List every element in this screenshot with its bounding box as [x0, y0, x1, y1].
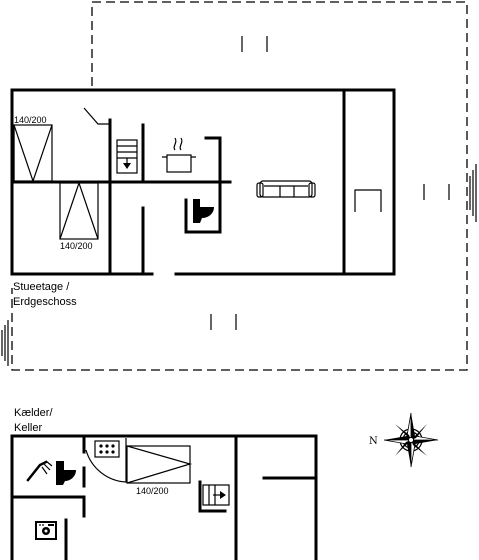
bed-label-ground-1: 140/200: [14, 115, 47, 125]
window-marks-east: [423, 184, 450, 200]
terrace-outline: [11, 1, 468, 371]
bed-label-ground-2: 140/200: [60, 241, 93, 251]
basement-wall-6: [198, 480, 227, 513]
toilet-icon: [193, 199, 214, 223]
shower-icon: [26, 460, 53, 482]
floor-label-basement-line-1: Kælder/: [14, 407, 53, 419]
steps-east: [469, 164, 477, 222]
ground-exterior-walls: [10, 88, 396, 276]
floor-label-basement-line-2: Keller: [14, 422, 42, 434]
sauna-icon: [94, 440, 120, 458]
sofa-icon: [256, 180, 316, 198]
bed-label-basement: 140/200: [136, 486, 169, 496]
door-arc-basement: [85, 438, 127, 483]
basement-floor: Kælder/ Keller: [10, 407, 318, 560]
toilet-icon: [56, 461, 76, 485]
bed-icon: [59, 181, 99, 240]
stairs-icon: [202, 484, 230, 506]
cooking-pot-icon: [162, 137, 196, 173]
ground-wall-wc-right: [184, 136, 222, 234]
bed-icon: [13, 124, 53, 183]
compass-north-label: N: [369, 436, 378, 447]
floor-label-ground-line-1: Stueetage /: [13, 281, 70, 293]
compass-rose-icon: [383, 412, 439, 468]
stairs-icon: [116, 139, 138, 174]
cabinet-east: [354, 189, 382, 212]
steps-west: [1, 320, 9, 366]
window-marks-north: [241, 36, 268, 52]
door-bedroom-a: [83, 107, 110, 125]
floor-label-ground-line-2: Erdgeschoss: [13, 296, 77, 308]
bed-icon: [126, 445, 193, 484]
washing-machine-icon: [35, 521, 57, 540]
ground-floor: 140/200 140/200: [1, 1, 477, 371]
window-marks-south: [210, 314, 237, 330]
